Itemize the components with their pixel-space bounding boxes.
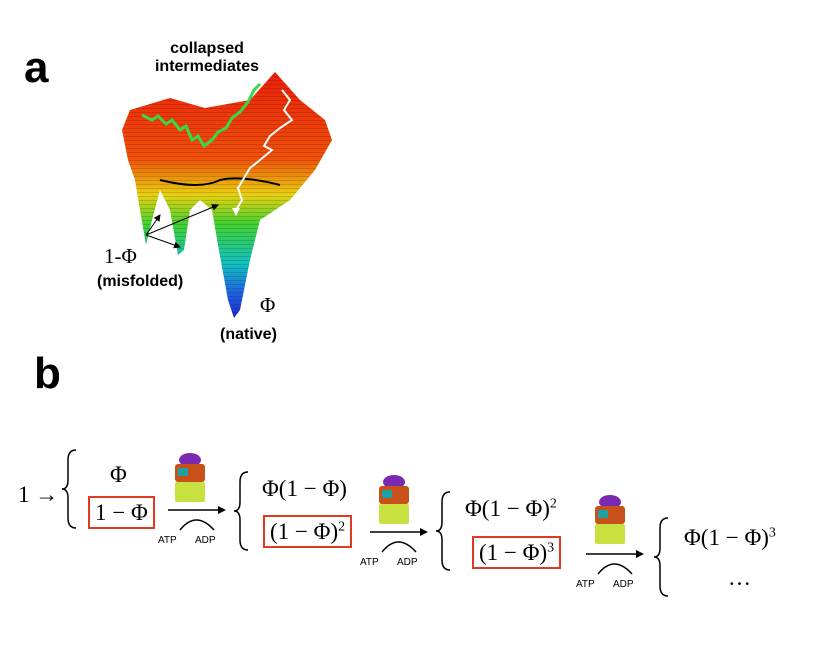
misfolded-arrows [145, 204, 219, 249]
start-term: 1 → [18, 482, 59, 507]
reaction-arrow-icon [370, 528, 428, 553]
stage3-misfolded-box: (1 − Φ)3 [472, 536, 562, 569]
stage4-native: Φ(1 − Φ)3 [684, 526, 776, 549]
collapsed-line-2: intermediates [154, 58, 260, 76]
stage2-native: Φ(1 − Φ) [262, 476, 347, 501]
misfolded-fraction: 1-Φ [104, 244, 137, 268]
adp-label: ADP [397, 557, 418, 568]
brace-1 [61, 449, 77, 529]
stage3-native-base: Φ(1 − Φ) [465, 496, 550, 521]
brace-3 [435, 491, 451, 571]
reaction-arrow-icon [168, 506, 226, 531]
white-pathway [235, 89, 294, 211]
adp-label: ADP [613, 579, 634, 590]
brace-2 [233, 471, 249, 551]
stage4-ellipsis: … [728, 565, 751, 590]
stage3-misfolded-exp: 3 [547, 540, 555, 556]
green-pathway [141, 82, 262, 149]
panel-b-label: b [34, 349, 61, 398]
stage4-native-base: Φ(1 − Φ) [684, 525, 769, 550]
misfolded-label: (misfolded) [97, 273, 184, 290]
stage2-misfolded-box: (1 − Φ)2 [263, 515, 353, 548]
stage1-misfolded-box: 1 − Φ [88, 496, 155, 529]
chaperone-icon [175, 453, 205, 502]
reaction-arrow-icon [586, 550, 644, 575]
stage3-misfolded: (1 − Φ) [479, 540, 548, 565]
stage1-misfolded: 1 − Φ [95, 500, 148, 525]
stage4-native-exp: 3 [768, 525, 776, 541]
stage2-misfolded: (1 − Φ) [270, 519, 339, 544]
chaperone-icon [379, 475, 409, 524]
panel-a-label: a [24, 43, 49, 92]
collapsed-line-1: collapsed [170, 40, 244, 57]
stage1-native: Φ [110, 462, 127, 487]
chaperone-icon [595, 495, 625, 544]
native-label: (native) [220, 326, 277, 343]
atp-label: ATP [360, 557, 379, 568]
native-fraction: Φ [260, 293, 276, 317]
stage2-misfolded-exp: 2 [338, 519, 346, 535]
atp-label: ATP [158, 535, 177, 546]
adp-label: ADP [195, 535, 216, 546]
energy-landscape [122, 72, 332, 318]
stage3-native: Φ(1 − Φ)2 [465, 497, 557, 520]
collapsed-intermediates-label: collapsed intermediates [132, 40, 282, 77]
brace-4 [653, 517, 669, 597]
stage3-native-exp: 2 [549, 496, 557, 512]
atp-label: ATP [576, 579, 595, 590]
